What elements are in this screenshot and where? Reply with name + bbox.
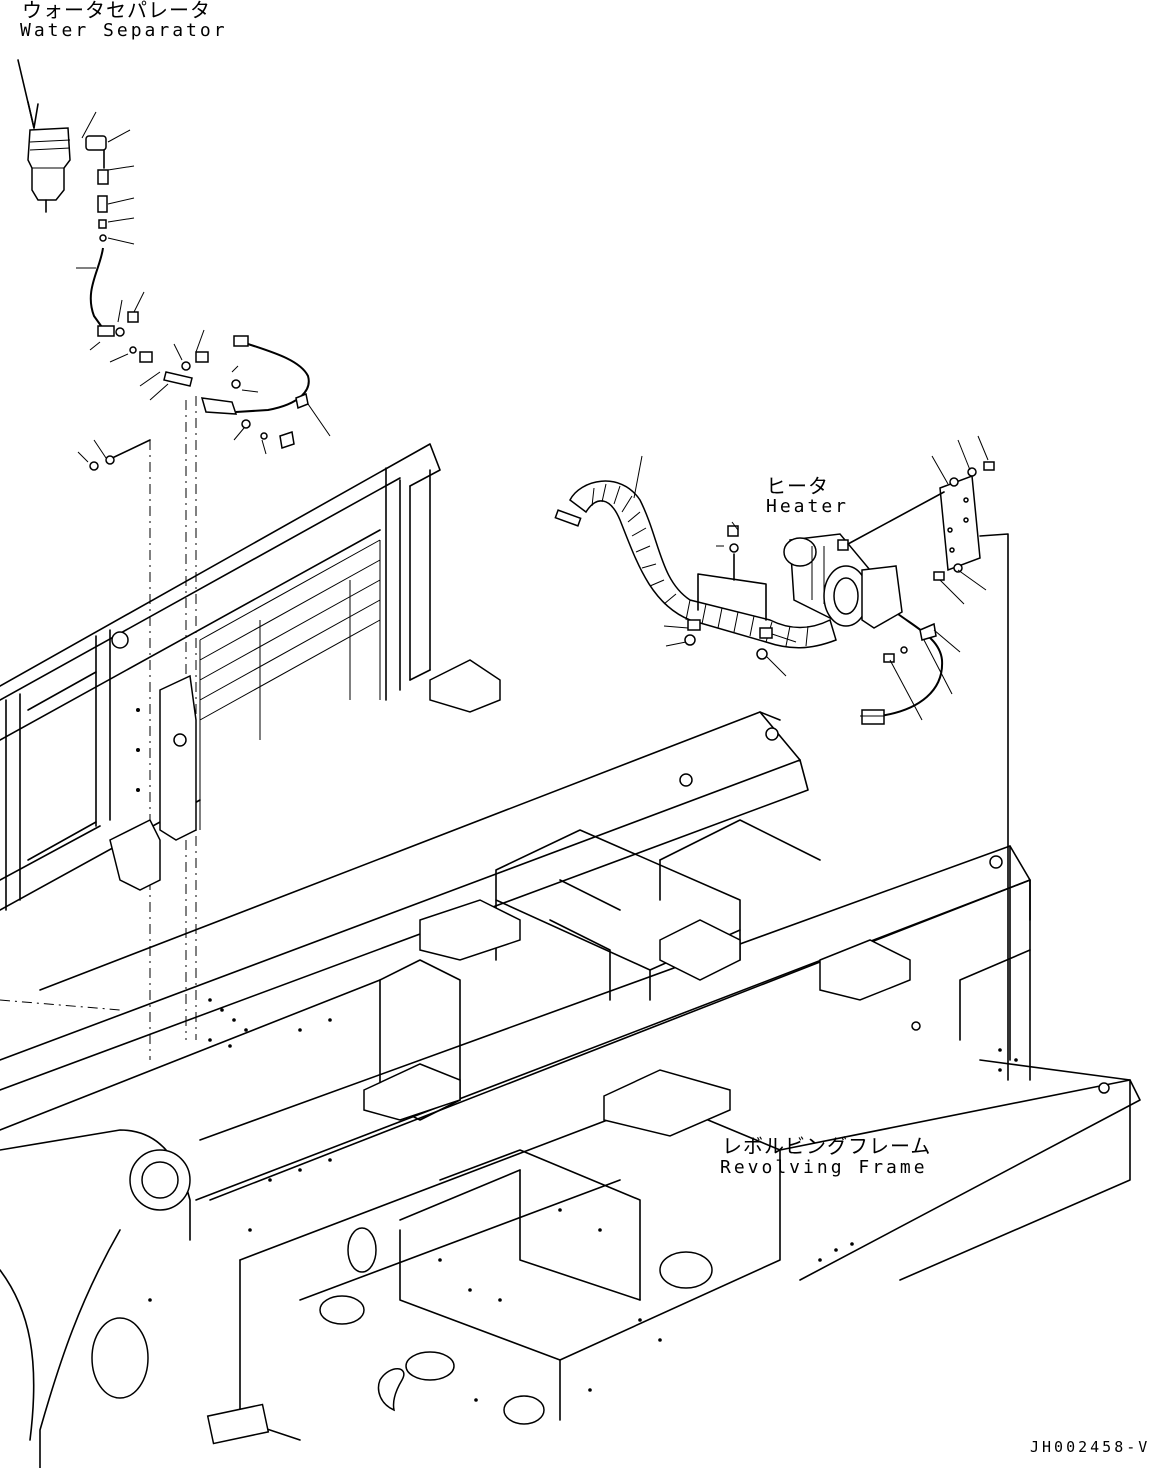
heater-label-jp: ヒータ (766, 474, 829, 498)
revolving-frame (0, 443, 1141, 1469)
bolt-holes (148, 998, 1018, 1402)
heater-label-en: Heater (766, 496, 850, 517)
water-separator-assembly (17, 59, 331, 1060)
revolving-frame-label-jp: レボルビングフレーム (722, 1134, 932, 1158)
heater-assembly (554, 435, 1009, 1081)
water-separator-label-en: Water Separator (20, 20, 228, 41)
drawing-code: JH002458-V (1030, 1438, 1151, 1456)
revolving-frame-label-en: Revolving Frame (720, 1157, 928, 1178)
water-separator-label-jp: ウォータセパレータ (22, 0, 211, 22)
